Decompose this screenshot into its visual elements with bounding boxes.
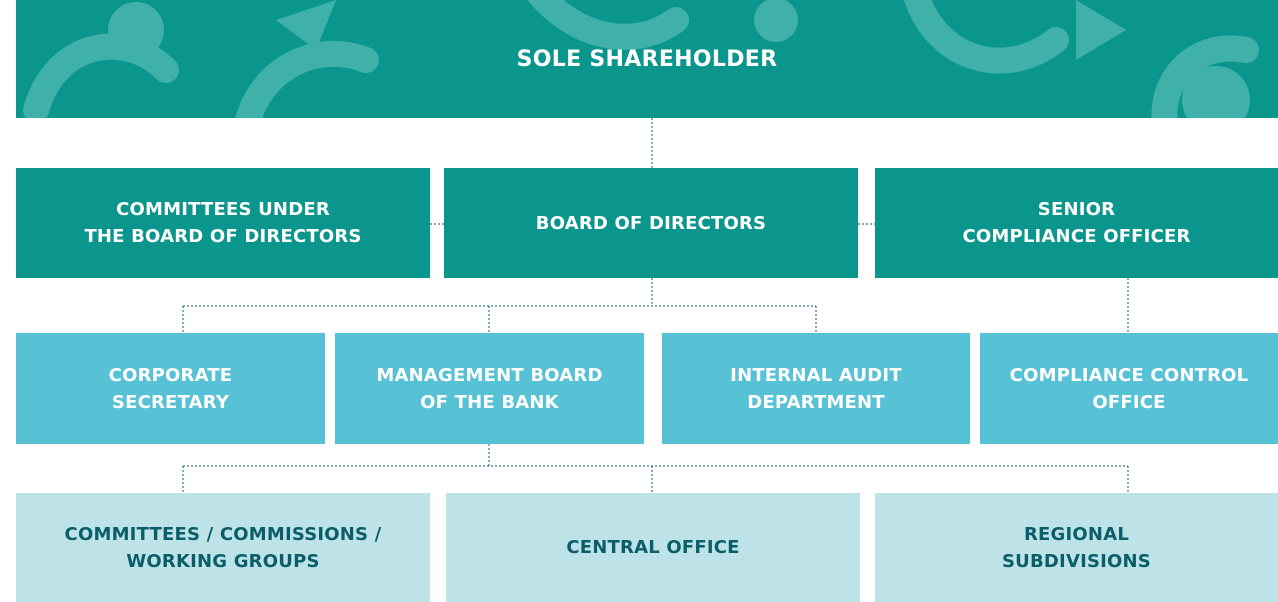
compliance-control-office-node: COMPLIANCE CONTROL OFFICE bbox=[980, 333, 1278, 444]
management-board-node: MANAGEMENT BOARD OF THE BANK bbox=[335, 333, 644, 444]
committees-commissions-node: COMMITTEES / COMMISSIONS / WORKING GROUP… bbox=[16, 493, 430, 602]
regional-subdivisions-node: REGIONAL SUBDIVISIONS bbox=[875, 493, 1278, 602]
board-of-directors-node: BOARD OF DIRECTORS bbox=[444, 168, 858, 278]
corporate-secretary-node: CORPORATE SECRETARY bbox=[16, 333, 325, 444]
central-office-node: CENTRAL OFFICE bbox=[446, 493, 860, 602]
banner-ornament-pattern bbox=[23, 0, 1259, 118]
senior-compliance-officer-node: SENIOR COMPLIANCE OFFICER bbox=[875, 168, 1278, 278]
sole-shareholder-label: SOLE SHAREHOLDER bbox=[516, 46, 778, 72]
internal-audit-node: INTERNAL AUDIT DEPARTMENT bbox=[662, 333, 970, 444]
sole-shareholder-node: SOLE SHAREHOLDER bbox=[16, 0, 1278, 118]
committees-under-board-node: COMMITTEES UNDER THE BOARD OF DIRECTORS bbox=[16, 168, 430, 278]
